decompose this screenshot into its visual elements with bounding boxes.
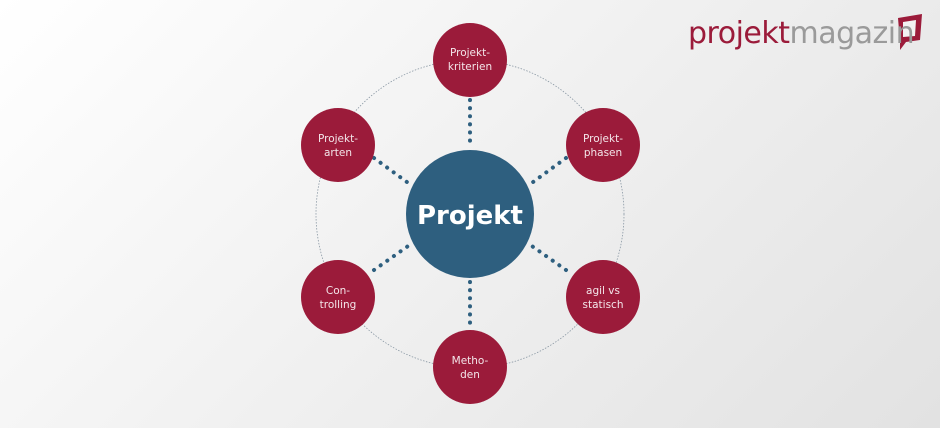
logo-text-projekt: projekt	[688, 16, 790, 51]
logo-text-magazin: magazin	[789, 16, 915, 51]
node-projektarten[interactable]: Projekt- arten	[301, 108, 375, 182]
connectors	[372, 98, 568, 330]
node-label-line1: Projekt-	[450, 47, 490, 59]
node-projektphasen[interactable]: Projekt- phasen	[566, 108, 640, 182]
node-label-line2: kriterien	[448, 61, 492, 73]
node-label-line1: Projekt-	[583, 133, 623, 145]
node-label-line1: Metho-	[452, 355, 489, 367]
node-label-line2: arten	[324, 147, 352, 159]
connector-bottom-right	[527, 242, 568, 272]
node-label-line2: phasen	[584, 147, 622, 159]
node-label-line1: Projekt-	[318, 133, 358, 145]
center-node	[406, 150, 534, 278]
node-methoden[interactable]: Metho- den	[433, 330, 507, 404]
connector-top-right	[527, 156, 568, 187]
center-label: Projekt	[417, 201, 523, 231]
logo[interactable]: projektmagazin	[688, 14, 915, 54]
node-label-line2: trolling	[320, 299, 357, 311]
logo-icon	[898, 14, 922, 50]
node-agil-vs-statisch[interactable]: agil vs statisch	[566, 260, 640, 334]
connector-bottom-left	[372, 242, 413, 272]
node-label-line1: agil vs	[586, 285, 620, 297]
node-controlling[interactable]: Con- trolling	[301, 260, 375, 334]
node-label-line2: den	[460, 369, 480, 381]
connector-top-left	[372, 156, 413, 187]
node-projektkriterien[interactable]: Projekt- kriterien	[433, 23, 507, 97]
node-label-line2: statisch	[583, 299, 624, 311]
outer-ring	[315, 59, 625, 369]
node-label-line1: Con-	[326, 285, 350, 297]
